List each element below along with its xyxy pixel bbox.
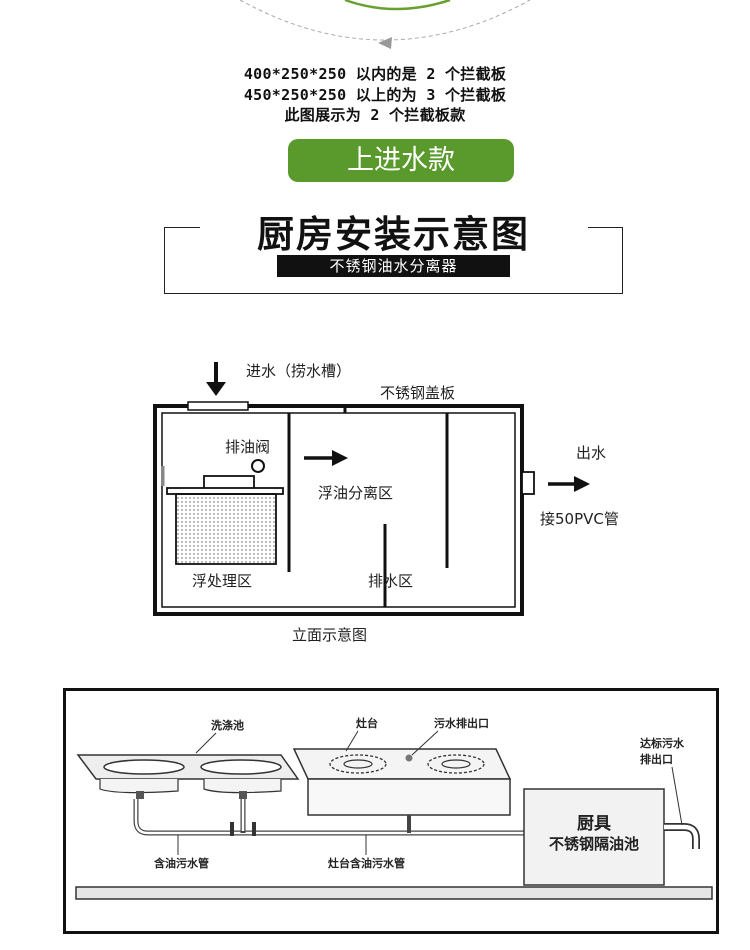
- label-float-zone: 浮处理区: [192, 572, 252, 590]
- label-standard-outlet-1: 达标污水: [640, 736, 685, 750]
- label-stove: 灶台: [356, 716, 378, 730]
- arc-green: [344, 0, 451, 11]
- note-line-2: 450*250*250 以上的为 3 个拦截板: [243, 86, 507, 104]
- label-stove-pipe: 灶台含油污水管: [328, 856, 405, 870]
- label-inlet: 进水（捞水槽）: [246, 362, 351, 380]
- decorative-arc: [239, 0, 531, 49]
- filter-basket: [175, 493, 277, 565]
- kitchen-diagram: 洗涤池 含油污水管 灶台 污水排出口 灶台含油污水管 厨具 不锈钢隔油池 达标污…: [75, 716, 713, 900]
- inlet-opening: [187, 401, 249, 411]
- label-standard-outlet-2: 排出口: [640, 752, 673, 766]
- arc-arrow-icon: [378, 37, 392, 49]
- outlet-pipe: [521, 471, 535, 495]
- title-frame: [164, 227, 623, 294]
- label-pvc: 接50PVC管: [540, 510, 619, 528]
- floor: [75, 886, 713, 900]
- stove-body: [307, 778, 511, 816]
- model-pill: 上进水款: [288, 139, 514, 182]
- inlet-arrow-icon: [206, 362, 226, 396]
- note-line-3: 此图展示为 2 个拦截板款: [284, 106, 466, 124]
- title-frame-left-cap: [164, 227, 200, 228]
- sewage-outlet-icon: [405, 754, 413, 762]
- stove-top: [292, 748, 512, 780]
- oil-valve-icon: [251, 459, 265, 473]
- outlet-arrow-icon: [548, 476, 590, 492]
- separator-unit: [523, 788, 665, 886]
- label-drain-zone: 排水区: [368, 572, 413, 590]
- label-sink: 洗涤池: [211, 718, 244, 732]
- page-title: 厨房安装示意图: [257, 213, 530, 256]
- note-line-1: 400*250*250 以内的是 2 个拦截板: [243, 65, 507, 83]
- arc-dashed: [239, 0, 531, 41]
- title-frame-right-cap: [588, 227, 622, 228]
- label-cover: 不锈钢盖板: [380, 384, 455, 402]
- label-unit-2: 不锈钢隔油池: [549, 835, 639, 853]
- label-oily-pipe: 含油污水管: [153, 856, 209, 870]
- tank-inner-wall: [161, 412, 516, 608]
- elevation-diagram: 进水（捞水槽） 不锈钢盖板 排油阀 浮油分离区 浮处理区 排水区 出水 接50P…: [153, 362, 619, 644]
- label-caption: 立面示意图: [292, 626, 367, 644]
- label-oil-valve: 排油阀: [225, 438, 270, 456]
- kitchen-diagram-frame: 洗涤池 含油污水管 灶台 污水排出口 灶台含油污水管 厨具 不锈钢隔油池 达标污…: [63, 688, 719, 934]
- page-subtitle: 不锈钢油水分离器: [277, 255, 510, 277]
- label-unit-1: 厨具: [577, 814, 611, 834]
- label-oil-zone: 浮油分离区: [318, 484, 393, 502]
- burner-right-icon: [427, 754, 485, 774]
- label-sewage-outlet: 污水排出口: [434, 716, 489, 730]
- flow-arrow-icon: [304, 450, 348, 466]
- label-outlet: 出水: [576, 444, 606, 462]
- tank-outer-wall: [153, 404, 524, 616]
- burner-left-icon: [329, 754, 387, 774]
